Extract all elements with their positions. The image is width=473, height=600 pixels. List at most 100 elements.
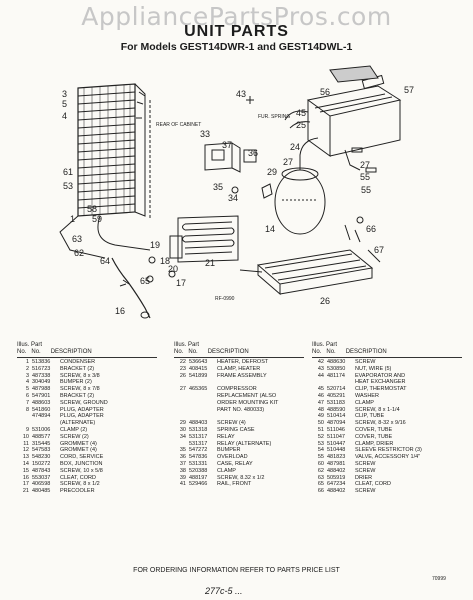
illus-number: 38: [179, 467, 186, 474]
illus-number: 45: [317, 386, 324, 393]
callout-25: 25: [296, 120, 306, 130]
part-description: DRIER: [355, 474, 373, 481]
part-description: PLUG, ADAPTER: [60, 406, 104, 413]
part-number: 488630: [327, 359, 346, 365]
illus-number: 65: [317, 481, 324, 488]
precooler: [169, 215, 239, 263]
illus-number: 9: [25, 426, 29, 433]
callout-18: 18: [160, 256, 170, 266]
illus-number: 5: [25, 386, 29, 393]
illus-number: 39: [179, 474, 186, 481]
callout-27b: 27: [360, 160, 370, 170]
handwritten-signature: 277c-5 ...: [205, 586, 243, 596]
callout-21: 21: [205, 258, 215, 268]
illus-part-header: Illus. Part: [174, 342, 200, 348]
callout-56: 56: [320, 87, 330, 97]
part-number: 150272: [32, 460, 51, 467]
part-number: 516723: [32, 365, 51, 372]
part-number: 531183: [327, 399, 345, 406]
illus-number: 35: [179, 447, 186, 454]
illus-number: [312, 379, 327, 386]
part-description: SCREW: [355, 488, 376, 495]
part-description: SCREW, 8-32 x 9/16: [355, 420, 406, 427]
illus-number: 1: [25, 359, 29, 365]
part-description: (ALTERNATE): [60, 420, 96, 427]
illus-number: 52: [317, 433, 324, 440]
callout-66: 66: [366, 224, 376, 234]
part-number: 531331: [189, 460, 208, 467]
fur-spring-note: FUR. SPRING: [258, 114, 290, 120]
part-description: GROMMET (4): [60, 440, 97, 447]
column-header-row: No. No. DESCRIPTION: [17, 349, 157, 358]
illus-number: 12: [22, 447, 29, 454]
part-description: EVAPORATOR AND: [355, 372, 406, 379]
part-number: 465365: [189, 386, 208, 393]
illus-number: 4: [25, 379, 29, 386]
part-number: 547836: [189, 454, 208, 461]
part-number: 513836: [32, 359, 51, 365]
part-number: 511046: [327, 426, 345, 433]
part-number: 488590: [327, 406, 346, 413]
part-number: 408415: [189, 365, 208, 372]
part-description: NUT, WIRE (5): [355, 365, 392, 372]
part-description: CLAMP, DRIER: [355, 440, 394, 447]
part-number: 487843: [32, 467, 51, 474]
part-number: 487338: [32, 372, 51, 379]
evaporator: [306, 85, 402, 157]
part-number: 530850: [327, 365, 346, 372]
part-number: 488603: [32, 399, 51, 406]
illus-number: 44: [317, 372, 324, 379]
illus-number: 8: [25, 406, 29, 413]
illus-number: 23: [179, 365, 186, 372]
illus-number: 60: [317, 460, 324, 467]
part-number: [189, 413, 217, 420]
part-description: SCREW, 8 x 1-1/4: [355, 406, 400, 413]
part-number: 487981: [327, 460, 346, 467]
part-number: 488402: [327, 488, 346, 495]
callout-53: 53: [63, 181, 73, 191]
part-number: 531318: [189, 426, 208, 433]
part-description: SPRING CASE: [217, 426, 255, 433]
callout-33: 33: [200, 129, 210, 139]
callout-34: 34: [228, 193, 238, 203]
part-description: SCREW, 8 x 7/8: [60, 386, 100, 393]
models-subtitle: For Models GEST14DWR-1 and GEST14DWL-1: [120, 41, 353, 53]
part-description: COMPRESSOR: [217, 386, 257, 393]
part-number: 510414: [327, 413, 346, 420]
callout-65: 65: [140, 276, 150, 286]
illus-number: [174, 379, 189, 386]
compressor: [274, 137, 326, 235]
part-description: HEAT EXCHANGER: [355, 379, 406, 386]
part-description: CLEAT, CORD: [60, 474, 96, 481]
part-description: [217, 413, 304, 420]
illus-part-header: Illus. Part: [17, 342, 43, 348]
part-number: 487094: [327, 420, 346, 427]
illus-number: 34: [179, 433, 186, 440]
part-number: 520388: [189, 467, 208, 474]
callout-55: 55: [360, 172, 370, 182]
table-row: [174, 413, 304, 420]
part-number: 315445: [32, 440, 51, 447]
part-description: CLAMP: [355, 399, 374, 406]
illus-number: 10: [22, 433, 29, 440]
table-row: HEAT EXCHANGER: [312, 379, 462, 386]
part-number: 553037: [32, 474, 51, 481]
callout-14: 14: [265, 224, 275, 234]
